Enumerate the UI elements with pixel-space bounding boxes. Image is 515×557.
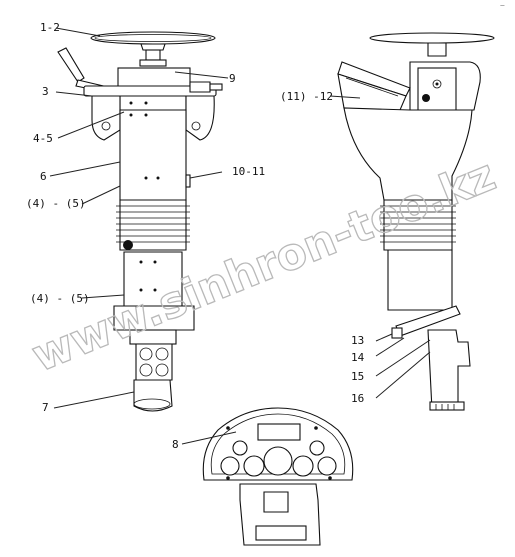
callout-3: 3 (42, 85, 49, 98)
callout-15: 15 (351, 370, 364, 383)
side-view-assembly (337, 32, 495, 411)
leader-lines (49, 27, 431, 445)
corner-mark: − (500, 1, 505, 10)
steering-wheel-side (369, 32, 495, 57)
column-tube-upper (119, 101, 191, 201)
mounting-bracket (391, 305, 471, 411)
callout-labels: 1-2 9 3 4-5 6 10-11 (4) - (5) (4) - (5) … (26, 1, 505, 451)
callout-8: 8 (172, 438, 179, 451)
callout-14: 14 (351, 351, 365, 364)
callout-1-2: 1-2 (40, 21, 60, 34)
callout-9: 9 (229, 72, 236, 85)
callout-13: 13 (351, 334, 364, 347)
callout-10-11: 10-11 (232, 165, 265, 178)
steering-wheel-front (90, 31, 216, 67)
callout-4-5-upper: (4) - (5) (26, 197, 86, 210)
callout-11-12: (11) -12 (280, 90, 333, 103)
front-view-assembly (57, 31, 223, 412)
callout-16: 16 (351, 392, 364, 405)
callout-6: 6 (40, 170, 47, 183)
callout-4-5-lower: (4) - (5) (30, 292, 90, 305)
column-tube-lower (113, 251, 195, 345)
lower-universal-joint (133, 343, 173, 412)
instrument-panel (202, 407, 354, 546)
callout-7: 7 (42, 401, 49, 414)
callout-4-5: 4-5 (33, 132, 53, 145)
column-lower-side (387, 249, 453, 311)
bellows-front (116, 199, 190, 251)
